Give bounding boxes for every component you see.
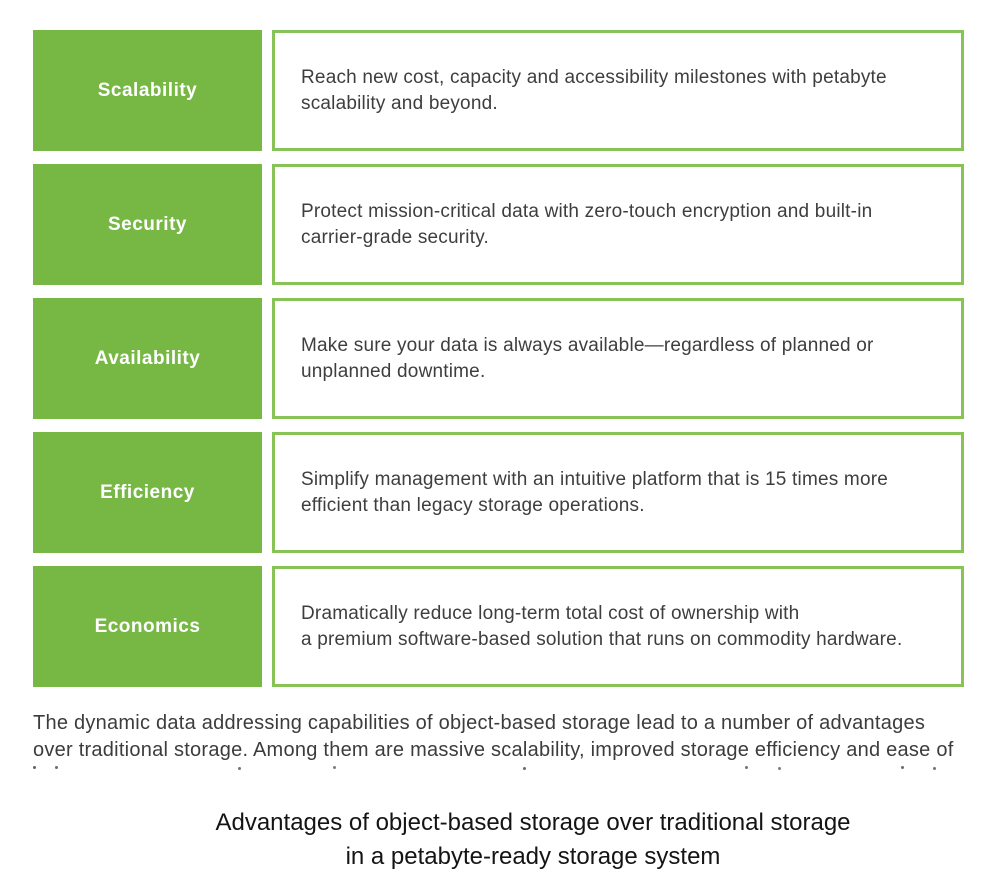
scalability-label-box: Scalability (33, 30, 262, 151)
economics-label: Economics (94, 615, 201, 637)
availability-description: Make sure your data is always available—… (301, 334, 874, 382)
availability-label-box: Availability (33, 298, 262, 419)
row-economics: Economics Dramatically reduce long-term … (33, 566, 964, 687)
economics-description-box: Dramatically reduce long-term total cost… (272, 566, 964, 687)
row-efficiency: Efficiency Simplify management with an i… (33, 432, 964, 553)
economics-description: Dramatically reduce long-term total cost… (301, 602, 903, 650)
security-label: Security (108, 213, 187, 235)
efficiency-description: Simplify management with an intuitive pl… (301, 468, 889, 516)
security-description-box: Protect mission-critical data with zero-… (272, 164, 964, 285)
row-security: Security Protect mission-critical data w… (33, 164, 964, 285)
body-paragraph: The dynamic data addressing capabilities… (33, 712, 954, 761)
scalability-description: Reach new cost, capacity and accessibili… (301, 66, 887, 114)
security-description: Protect mission-critical data with zero-… (301, 200, 873, 248)
efficiency-label-box: Efficiency (33, 432, 262, 553)
economics-label-box: Economics (33, 566, 262, 687)
advantages-table: Scalability Reach new cost, capacity and… (33, 30, 964, 687)
row-scalability: Scalability Reach new cost, capacity and… (33, 30, 964, 151)
availability-label: Availability (94, 347, 201, 369)
scalability-label: Scalability (97, 79, 198, 101)
row-availability: Availability Make sure your data is alwa… (33, 298, 964, 419)
efficiency-label: Efficiency (100, 481, 195, 503)
clipped-text-remnant (33, 766, 36, 769)
availability-description-box: Make sure your data is always available—… (272, 298, 964, 419)
efficiency-description-box: Simplify management with an intuitive pl… (272, 432, 964, 553)
figure-caption: Advantages of object-based storage over … (215, 809, 851, 870)
scalability-description-box: Reach new cost, capacity and accessibili… (272, 30, 964, 151)
security-label-box: Security (33, 164, 262, 285)
